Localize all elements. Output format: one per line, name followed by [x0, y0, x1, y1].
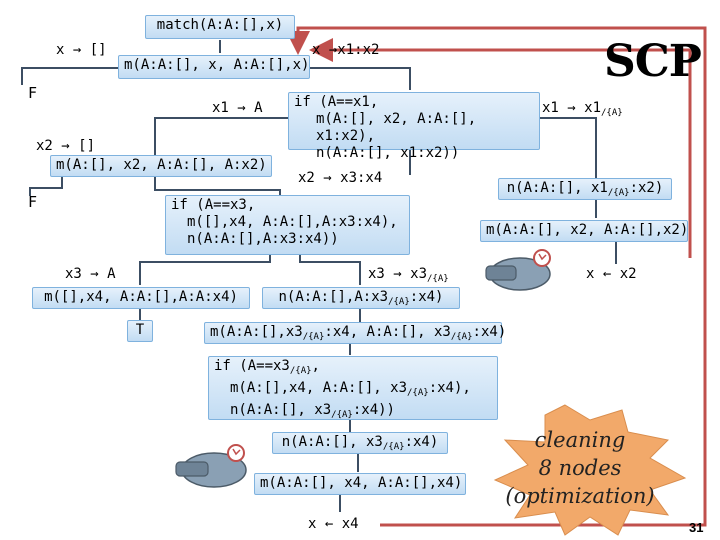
- label-x1-x1a: x1 → x1/{A}: [542, 100, 623, 121]
- label-x1-a: x1 → A: [212, 100, 263, 116]
- node-t: T: [127, 320, 153, 342]
- node-n1: n(A:A:[],A:x3/{A}:x4): [262, 287, 460, 309]
- label-x1-x1a-text: x1 → x1: [542, 100, 602, 116]
- n2-post: :x4): [404, 434, 439, 450]
- node-match-root: match(A:A:[],x): [145, 15, 295, 39]
- cleaning-burst: [493, 404, 687, 536]
- edge-m2-f2: [29, 175, 63, 196]
- label-x1-x1a-sub: /{A}: [601, 108, 623, 118]
- if1-line3: n(A:A:[], x1:x2)): [316, 145, 460, 161]
- n1-sub: /{A}: [388, 297, 410, 307]
- if1-line1: if (A==x1,: [294, 94, 379, 110]
- page-number: 31: [689, 520, 704, 535]
- whistle-icon-2: [175, 444, 247, 488]
- if3-line2: m(A:[],x4, A:A:[], x3/{A}:x4),: [230, 380, 471, 398]
- fold-edge-x2: [309, 38, 692, 258]
- edge-if1-nright: [540, 117, 597, 178]
- node-m4: m(A:A:[],x3/{A}:x4, A:A:[], x3/{A}:x4): [204, 322, 506, 344]
- if2-line1: if (A==x3,: [171, 197, 256, 213]
- label-x-x1x2: x →x1:x2: [312, 42, 380, 58]
- node-m3: m([],x4, A:A:[],A:A:x4): [32, 287, 250, 309]
- m4-text1: m(A:A:[],x3: [210, 324, 303, 340]
- edge-m1-f1: [21, 67, 118, 85]
- node-m2: m(A:[], x2, A:A:[], A:x2): [50, 155, 272, 177]
- nright-text: n(A:A:[], x1: [506, 180, 608, 196]
- m4-mid: :x4, A:A:[], x3: [324, 324, 451, 340]
- m4-sub1: /{A}: [302, 332, 325, 342]
- label-f2: F: [28, 193, 38, 211]
- if1-line2: m(A:[], x2, A:A:[], x1:x2),: [316, 111, 477, 144]
- whistle-icon: [485, 249, 551, 291]
- if3-line1: if (A==x3/{A},: [214, 358, 320, 376]
- label-x-from-x2: x ← x2: [586, 266, 637, 282]
- nright-sub: /{A}: [607, 188, 630, 198]
- node-if1: if (A==x1, m(A:[], x2, A:A:[], x1:x2), n…: [288, 92, 540, 161]
- node-m5: m(A:A:[], x4, A:A:[],x4): [254, 473, 466, 495]
- if2-line2: m([],x4, A:A:[],A:x3:x4),: [187, 214, 398, 230]
- annotation-line2: 8 nodes: [538, 456, 622, 480]
- slide-title: SCP: [604, 36, 702, 87]
- n2-sub: /{A}: [382, 442, 405, 452]
- label-x2-x3x4: x2 → x3:x4: [298, 170, 383, 186]
- label-f1: F: [28, 84, 38, 102]
- node-n2: n(A:A:[], x3/{A}:x4): [272, 432, 448, 454]
- label-x3-x3a-text: x3 → x3: [368, 266, 428, 282]
- annotation-line1: cleaning: [534, 428, 626, 452]
- node-if2: if (A==x3, m([],x4, A:A:[],A:x3:x4), n(A…: [165, 195, 410, 255]
- label-x2-empty: x2 → []: [36, 138, 96, 154]
- fold-edge-x4: [286, 26, 707, 527]
- n1-post: :x4): [409, 289, 444, 305]
- edge-m1-if1: [310, 67, 411, 90]
- node-m1: m(A:A:[], x, A:A:[],x): [118, 55, 310, 79]
- node-if3: if (A==x3/{A}, m(A:[],x4, A:A:[], x3/{A}…: [208, 356, 498, 420]
- if3-line3: n(A:A:[], x3/{A}:x4)): [230, 402, 395, 420]
- edge-if1-m2: [154, 117, 288, 155]
- label-x3-a: x3 → A: [65, 266, 116, 282]
- nright-post: :x2): [629, 180, 664, 196]
- edge-if2-n1: [299, 255, 361, 285]
- n2-text: n(A:A:[], x3: [281, 434, 383, 450]
- edge-m2-if2: [154, 175, 281, 195]
- annotation-line3: (optimization): [505, 484, 655, 508]
- edge-if2-m3: [139, 255, 271, 285]
- n1-text: n(A:A:[],A:x3: [278, 289, 389, 305]
- node-mright: m(A:A:[], x2, A:A:[],x2): [480, 220, 688, 242]
- label-x-empty: x → []: [56, 42, 107, 58]
- node-nright: n(A:A:[], x1/{A}:x2): [498, 178, 672, 200]
- label-x3-x3a: x3 → x3/{A}: [368, 266, 449, 287]
- label-x-from-x4: x ← x4: [308, 516, 359, 532]
- cleaning-annotation: cleaning 8 nodes (optimization): [500, 426, 660, 510]
- if2-line3: n(A:A:[],A:x3:x4)): [187, 231, 339, 247]
- m4-post: :x4): [472, 324, 507, 340]
- m4-sub2: /{A}: [450, 332, 473, 342]
- label-x3-x3a-sub: /{A}: [427, 274, 449, 284]
